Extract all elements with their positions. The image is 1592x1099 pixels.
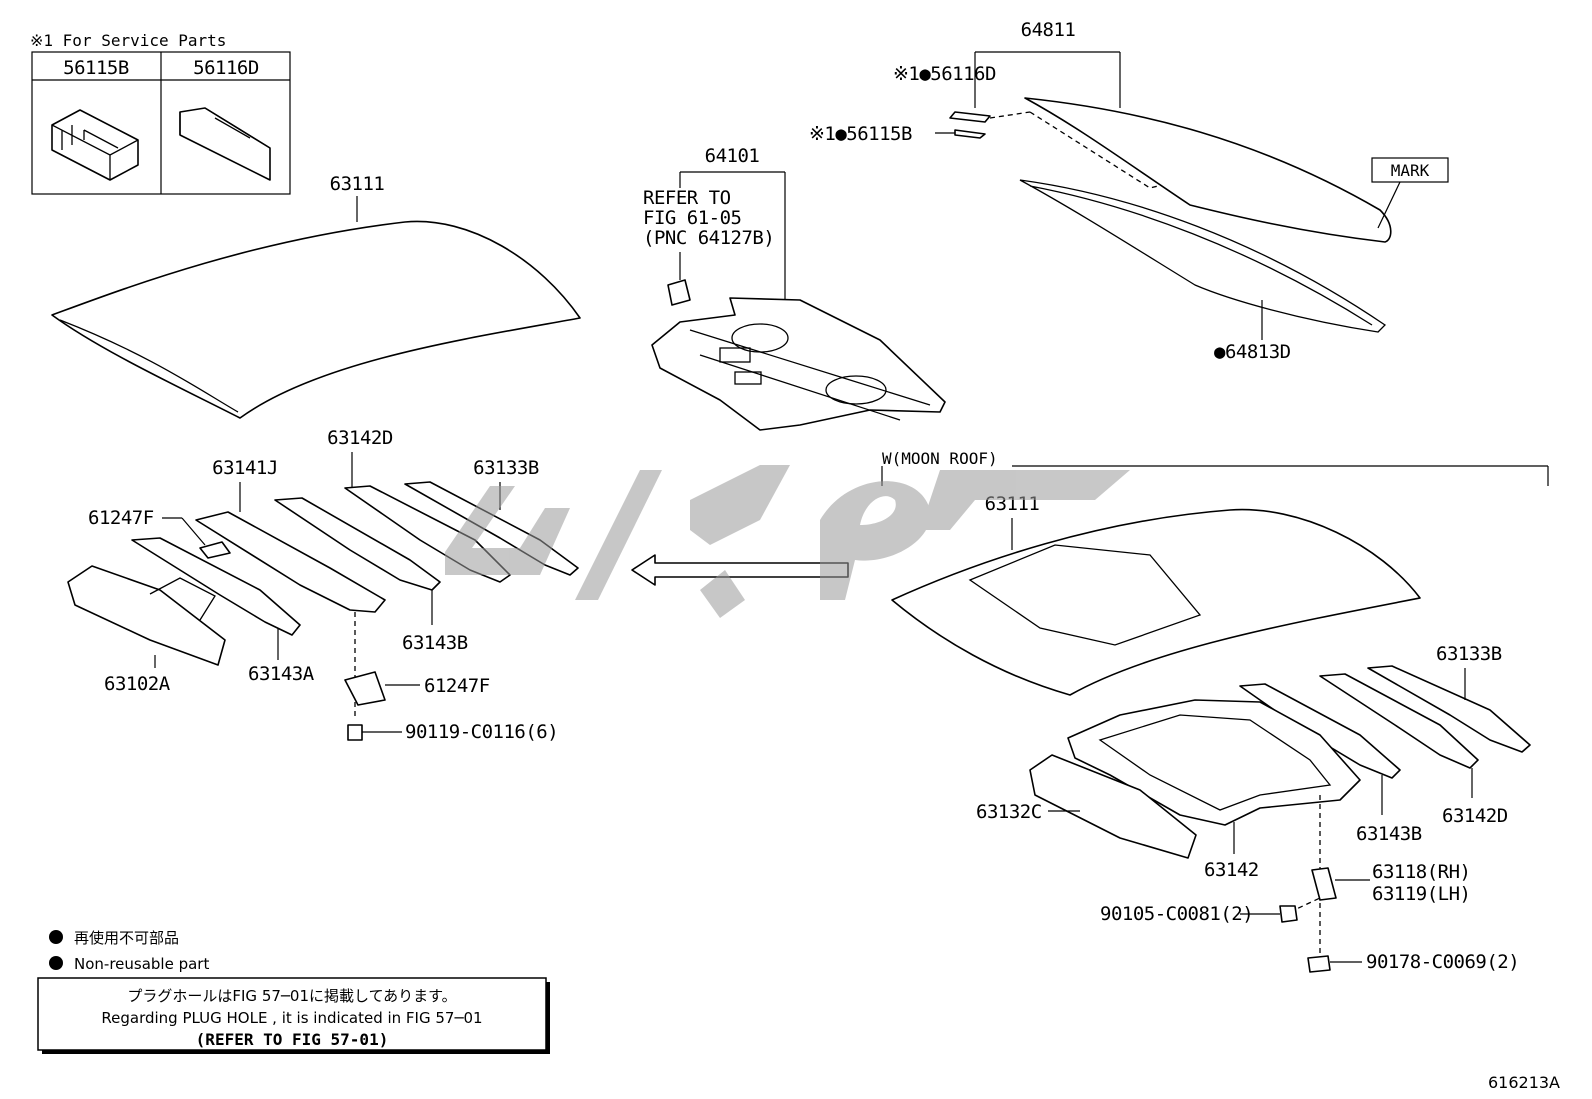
note-box xyxy=(37,977,547,1051)
rail-moon-63142d xyxy=(1319,673,1479,769)
mark-label: MARK xyxy=(1391,161,1430,180)
legend-jp: 再使用不可部品 xyxy=(74,929,179,947)
rail-63141j xyxy=(195,511,386,613)
bolt-90105 xyxy=(1279,905,1298,923)
label-63141j: 63141J xyxy=(212,457,278,479)
nut-90178 xyxy=(1307,955,1331,973)
roof-panel-63111 xyxy=(51,220,581,419)
clip-56115b-small xyxy=(954,129,986,139)
label-moon-63118: 63118(RH) xyxy=(1372,861,1470,883)
label-56116d-marked: ※1●56116D xyxy=(893,63,996,85)
label-64811: 64811 xyxy=(1021,19,1076,41)
bracket-61247f-lower xyxy=(344,671,386,706)
weatherstrip-64813d xyxy=(1019,179,1387,333)
refer-line-1: REFER TO xyxy=(643,187,731,209)
clip-56115b-drawing xyxy=(51,109,139,181)
legend-en: Non-reusable part xyxy=(74,955,209,973)
service-col-56115b: 56115B xyxy=(63,57,129,79)
roof-panel-moon-63111 xyxy=(891,508,1421,696)
note-en: Regarding PLUG HOLE , it is indicated in… xyxy=(101,1009,482,1027)
label-61247f: 61247F xyxy=(88,507,154,529)
rail-moon-63133b xyxy=(1367,665,1531,753)
label-moon-63119: 63119(LH) xyxy=(1372,883,1470,905)
label-90119: 90119-C0116(6) xyxy=(405,721,558,743)
label-moon-63142: 63142 xyxy=(1204,859,1259,881)
refer-line-2: FIG 61-05 xyxy=(643,207,741,229)
label-63111: 63111 xyxy=(330,173,385,195)
watermark-logo xyxy=(445,465,1130,618)
label-64813d: ●64813D xyxy=(1214,341,1291,363)
label-moon-90178: 90178-C0069(2) xyxy=(1366,951,1519,973)
moon-roof-label: W(MOON ROOF) xyxy=(882,449,998,468)
label-63143b: 63143B xyxy=(402,632,468,654)
label-64101: 64101 xyxy=(705,145,760,167)
sunroof-opening xyxy=(968,544,1202,646)
mark-box xyxy=(1371,157,1449,183)
direction-arrow xyxy=(631,554,849,586)
rail-63143a xyxy=(131,537,301,636)
label-moon-63132c: 63132C xyxy=(976,801,1042,823)
label-moon-90105: 90105-C0081(2) xyxy=(1100,903,1253,925)
non-reusable-bullet-icon-2 xyxy=(49,956,63,970)
label-moon-63142d: 63142D xyxy=(1442,805,1508,827)
bolt-90119 xyxy=(347,724,363,741)
label-63142d: 63142D xyxy=(327,427,393,449)
label-63102a: 63102A xyxy=(104,673,171,695)
label-61247f-lower: 61247F xyxy=(424,675,490,697)
figure-id: 616213A xyxy=(1488,1073,1560,1092)
label-63133b: 63133B xyxy=(473,457,539,479)
rear-glass-64811 xyxy=(1024,97,1392,243)
bracket-63118 xyxy=(1311,867,1337,901)
refer-line-3: (PNC 64127B) xyxy=(643,227,774,249)
service-col-56116d: 56116D xyxy=(193,57,259,79)
label-63143a: 63143A xyxy=(248,663,315,685)
sunroof-frame-63142 xyxy=(1067,699,1361,826)
label-moon-63133b: 63133B xyxy=(1436,643,1502,665)
bracket-61247f-upper xyxy=(199,541,231,559)
note-jp: プラグホールはFIG 57─01に掲載してあります。 xyxy=(127,987,456,1005)
label-moon-63143b: 63143B xyxy=(1356,823,1422,845)
label-56115b-marked: ※1●56115B xyxy=(809,123,912,145)
non-reusable-bullet-icon xyxy=(49,930,63,944)
note-ref: (REFER TO FIG 57-01) xyxy=(196,1030,389,1049)
bracket-64127b xyxy=(667,279,691,306)
service-parts-caption: ※1 For Service Parts xyxy=(30,31,226,50)
seal-56116d-drawing xyxy=(179,107,271,181)
seal-56116d-small xyxy=(949,111,991,123)
header-moon-63132c xyxy=(1029,754,1197,859)
rail-63143b xyxy=(274,497,441,591)
header-63102a xyxy=(67,565,226,666)
